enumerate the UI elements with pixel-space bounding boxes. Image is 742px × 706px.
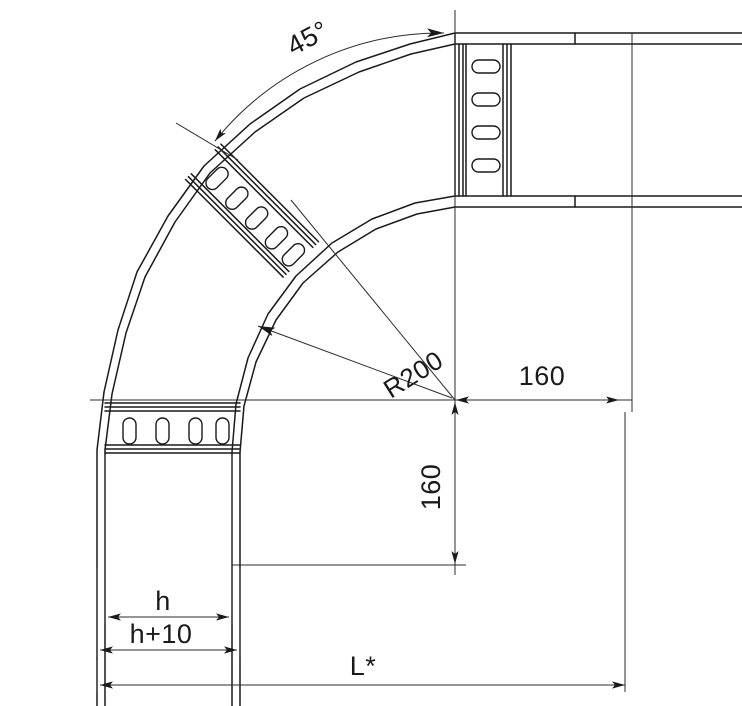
- dim-label-angle: 45°: [282, 15, 333, 61]
- tray-inner-wall: [231, 195, 742, 706]
- dim-label-radius: R200: [378, 345, 448, 404]
- dim-label-vertical-160: 160: [416, 464, 446, 511]
- dim-label-h-plus-10: h+10: [130, 619, 193, 649]
- angle-arc-tick: [175, 122, 239, 161]
- dimension-labels: 45° R200 160 160 h h+10 L*: [130, 15, 566, 681]
- right-arm-flange: [454, 32, 576, 208]
- radius-construction-line: [290, 199, 456, 401]
- diagonal-joint-slots: [205, 166, 306, 267]
- diagonal-joint-plate: [184, 143, 320, 278]
- right-flange-slots: [471, 59, 501, 173]
- bottom-flange-slots: [122, 417, 230, 445]
- dim-label-overall-length: L*: [350, 651, 377, 681]
- dim-label-h: h: [155, 586, 171, 616]
- dim-label-horizontal-160: 160: [519, 361, 566, 391]
- bottom-arm-flange: [104, 402, 241, 454]
- radius-leader-line: [257, 325, 453, 399]
- angle-arc: [214, 28, 445, 142]
